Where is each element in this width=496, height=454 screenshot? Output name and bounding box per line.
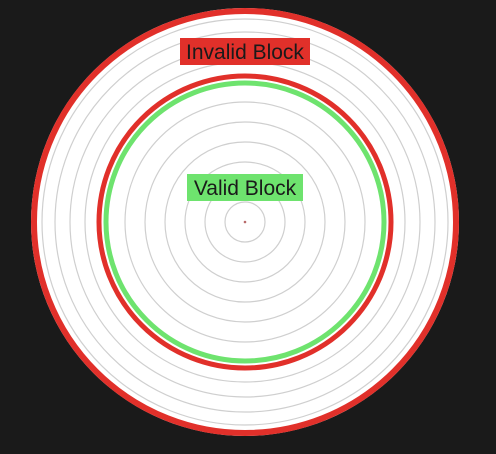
- invalid-block-label: Invalid Block: [180, 38, 310, 65]
- inner-red-ring: [96, 73, 394, 371]
- valid-block-boundary: [103, 80, 387, 364]
- valid-block-label: Valid Block: [187, 174, 303, 201]
- invalid-label-text: Invalid Block: [186, 41, 304, 64]
- invalid-label-background: [180, 38, 310, 65]
- center-point: [243, 220, 247, 224]
- grey-ring: [184, 161, 306, 283]
- grey-ring: [124, 101, 366, 343]
- invalid-block-boundary: [31, 8, 459, 436]
- valid-label-text: Valid Block: [194, 177, 297, 200]
- valid-label-background: [187, 174, 303, 201]
- grey-ring: [144, 121, 346, 323]
- grey-ring: [54, 31, 436, 413]
- grey-ring: [41, 18, 449, 426]
- concentric-rings: [41, 18, 449, 426]
- grey-ring: [224, 201, 266, 243]
- grey-ring: [164, 141, 326, 303]
